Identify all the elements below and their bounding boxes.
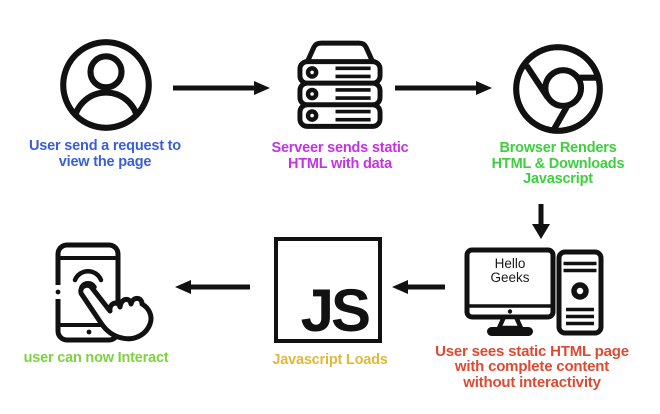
chrome-browser-icon: [513, 44, 603, 134]
javascript-box-icon: JS: [274, 237, 382, 344]
step-label-js-loads: Javascript Loads: [272, 352, 388, 368]
monitor-screen-text: Hello Geeks: [490, 256, 530, 286]
step-label-static-page: User sees static HTML page with complete…: [435, 343, 629, 391]
step-label-user-request: User send a request to view the page: [29, 138, 181, 170]
arrow-user-to-server: [173, 81, 270, 95]
user-icon: [60, 39, 152, 131]
step-label-interact: user can now Interact: [23, 350, 169, 366]
arrow-browser-to-computer: [532, 204, 550, 239]
server-icon: [297, 40, 383, 129]
arrow-computer-to-js: [392, 280, 445, 294]
step-label-server: Serveer sends static HTML with data: [271, 140, 409, 172]
phone-tap-icon: [53, 242, 154, 343]
js-logo-text: JS: [300, 277, 371, 344]
tap-hand: [78, 282, 154, 342]
arrow-server-to-browser: [395, 81, 492, 95]
step-label-browser: Browser Renders HTML & Downloads Javascr…: [491, 140, 625, 188]
desktop-computer-icon: [464, 247, 604, 336]
arrow-js-to-phone: [175, 280, 250, 294]
